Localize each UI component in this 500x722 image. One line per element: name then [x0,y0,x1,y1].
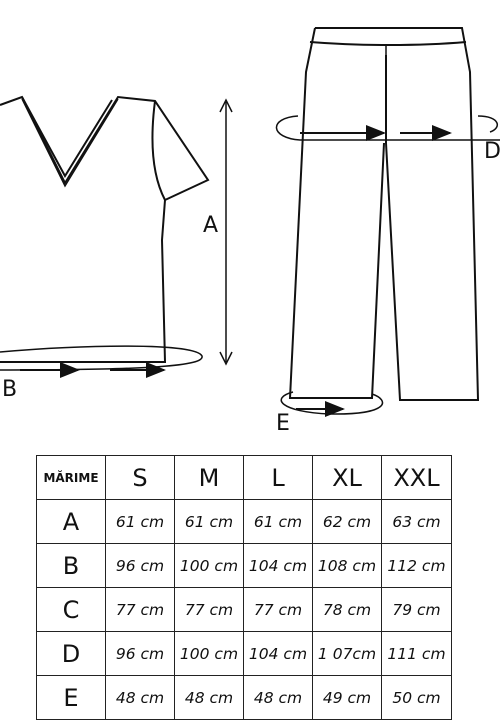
table-cell: 48 cm [105,675,175,720]
measure-d-loop [275,115,500,141]
row-label: C [36,587,106,632]
size-chart-table: MĂRIME S M L XL XXL A 61 cm 61 cm 61 cm … [36,455,452,720]
size-header-row: MĂRIME S M L XL XXL [36,455,452,500]
table-cell: 100 cm [174,543,244,588]
label-d: D [484,139,500,164]
table-row: E 48 cm 48 cm 48 cm 49 cm 50 cm [36,675,452,720]
table-cell: 61 cm [243,499,313,544]
table-cell: 49 cm [312,675,382,720]
label-b: B [2,377,18,402]
table-row: D 96 cm 100 cm 104 cm 1 07cm 111 cm [36,631,452,676]
table-cell: 77 cm [105,587,175,632]
size-header: M [174,455,244,500]
label-a: A [203,213,219,238]
trousers-drawing [288,27,480,401]
table-cell: 100 cm [174,631,244,676]
table-cell: 61 cm [174,499,244,544]
table-cell: 96 cm [105,543,175,588]
table-cell: 111 cm [381,631,452,676]
size-header: XL [312,455,382,500]
size-header: XXL [381,455,452,500]
row-label: B [36,543,106,588]
table-cell: 77 cm [243,587,313,632]
tshirt-drawing [0,95,210,363]
table-cell: 50 cm [381,675,452,720]
row-label: D [36,631,106,676]
table-cell: 108 cm [312,543,382,588]
row-label: E [36,675,106,720]
size-header: L [243,455,313,500]
table-cell: 78 cm [312,587,382,632]
measure-e-loop [280,391,384,417]
measure-a-arrow [219,98,233,366]
table-cell: 1 07cm [312,631,382,676]
table-row: C 77 cm 77 cm 77 cm 78 cm 79 cm [36,587,452,632]
size-header-corner: MĂRIME [36,455,106,500]
table-cell: 77 cm [174,587,244,632]
table-cell: 112 cm [381,543,452,588]
table-cell: 63 cm [381,499,452,544]
table-cell: 48 cm [174,675,244,720]
measure-b-loop [0,345,203,378]
table-cell: 104 cm [243,631,313,676]
garment-illustration [0,27,500,417]
table-cell: 96 cm [105,631,175,676]
table-cell: 61 cm [105,499,175,544]
label-e: E [276,411,290,436]
table-cell: 79 cm [381,587,452,632]
table-row: A 61 cm 61 cm 61 cm 62 cm 63 cm [36,499,452,544]
table-row: B 96 cm 100 cm 104 cm 108 cm 112 cm [36,543,452,588]
row-label: A [36,499,106,544]
table-cell: 62 cm [312,499,382,544]
size-header: S [105,455,175,500]
table-cell: 104 cm [243,543,313,588]
table-cell: 48 cm [243,675,313,720]
